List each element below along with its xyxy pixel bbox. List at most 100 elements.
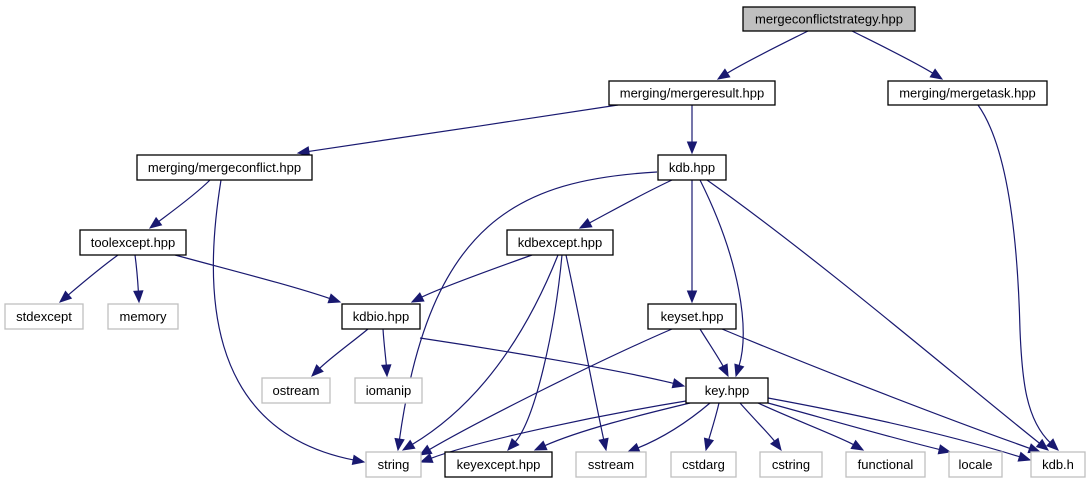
node-toolexcept[interactable]: toolexcept.hpp	[79, 229, 187, 256]
edges-layer	[58, 30, 1059, 465]
node-box	[657, 154, 727, 181]
node-box	[685, 377, 769, 404]
arrow-head-icon	[769, 437, 782, 452]
node-label: functional	[858, 457, 914, 472]
edge-line	[398, 171, 658, 441]
node-functional: functional	[845, 451, 926, 478]
node-label: kdb.hpp	[669, 160, 715, 175]
edge-line	[382, 328, 387, 367]
node-keyset[interactable]: keyset.hpp	[647, 303, 737, 330]
node-kdbexcept[interactable]: kdbexcept.hpp	[506, 229, 614, 256]
node-box	[341, 303, 421, 330]
node-keyhpp[interactable]: key.hpp	[685, 377, 769, 404]
edge-kdbexcept-to-keyexcept	[507, 254, 563, 451]
node-label: iomanip	[366, 383, 412, 398]
node-kdbhpp[interactable]: kdb.hpp	[657, 154, 727, 181]
edge-kdbhpp-to-keyhpp	[699, 179, 745, 378]
node-label: locale	[959, 457, 993, 472]
node-kdbio[interactable]: kdbio.hpp	[341, 303, 421, 330]
node-label: kdbio.hpp	[353, 309, 409, 324]
edge-keyhpp-to-functional	[757, 402, 865, 451]
arrow-head-icon	[718, 363, 729, 378]
node-label: toolexcept.hpp	[91, 235, 176, 250]
arrow-head-icon	[686, 141, 698, 155]
edge-line	[739, 402, 776, 443]
arrow-head-icon	[507, 437, 520, 451]
node-label: stdexcept	[16, 309, 72, 324]
node-box	[1030, 451, 1086, 478]
edge-toolexcept-to-memory	[133, 254, 144, 304]
arrow-head-icon	[734, 363, 745, 378]
edge-line	[428, 328, 673, 451]
node-label: kdbexcept.hpp	[518, 235, 603, 250]
edge-keyset-to-string	[418, 328, 673, 456]
edge-mergeconflict-to-toolexcept	[148, 179, 211, 229]
edge-line	[707, 402, 720, 441]
node-memory: memory	[107, 303, 179, 330]
edge-kdbhpp-to-string	[394, 171, 658, 452]
arrow-head-icon	[626, 442, 641, 453]
arrow-head-icon	[850, 439, 865, 451]
arrow-head-icon	[394, 437, 405, 452]
node-cstdarg: cstdarg	[670, 451, 737, 478]
edge-line	[212, 179, 355, 461]
edge-line	[699, 179, 744, 367]
arrow-head-icon	[1017, 451, 1032, 462]
edge-kdbio-to-iomanip	[381, 328, 392, 378]
edge-kdbhpp-to-kdbexcept	[578, 179, 673, 229]
node-box	[845, 451, 926, 478]
node-box	[261, 377, 331, 404]
node-label: merging/mergeresult.hpp	[620, 86, 765, 101]
node-cstring: cstring	[759, 451, 823, 478]
node-box	[79, 229, 187, 256]
node-box	[365, 451, 422, 478]
node-box	[575, 451, 647, 478]
arrow-head-icon	[401, 439, 416, 451]
edge-keyhpp-to-cstdarg	[703, 402, 720, 452]
edge-line	[411, 254, 559, 446]
node-box	[107, 303, 179, 330]
edge-line	[757, 402, 855, 446]
node-mergetask[interactable]: merging/mergetask.hpp	[887, 80, 1048, 106]
arrow-head-icon	[419, 453, 434, 463]
edge-line	[977, 104, 1052, 444]
node-label: merging/mergetask.hpp	[899, 86, 1036, 101]
node-box	[670, 451, 737, 478]
node-label: kdb.h	[1042, 457, 1074, 472]
node-label: merging/mergeconflict.hpp	[148, 160, 301, 175]
edge-line	[174, 254, 331, 300]
node-mergeconflictstrategy[interactable]: mergeconflictstrategy.hpp	[742, 6, 916, 32]
node-label: ostream	[273, 383, 320, 398]
edge-line	[721, 328, 1031, 450]
arrow-head-icon	[716, 68, 731, 80]
arrow-head-icon	[1046, 438, 1059, 451]
arrow-head-icon	[578, 217, 593, 229]
arrow-head-icon	[58, 290, 73, 303]
arrow-head-icon	[148, 216, 163, 229]
edge-line	[318, 328, 369, 370]
node-mergeconflict[interactable]: merging/mergeconflict.hpp	[136, 154, 313, 181]
edge-line	[565, 254, 605, 441]
node-label: memory	[120, 309, 167, 324]
arrow-head-icon	[327, 293, 342, 304]
edge-line	[430, 400, 687, 460]
arrow-head-icon	[1035, 438, 1050, 451]
edge-mergetask-to-kdbh	[977, 104, 1059, 451]
edge-line	[637, 402, 711, 449]
edge-keyset-to-kdbh	[721, 328, 1042, 454]
edge-kdbio-to-keyhpp	[419, 337, 686, 389]
node-keyexcept[interactable]: keyexcept.hpp	[444, 451, 553, 478]
node-mergeresult[interactable]: merging/mergeresult.hpp	[608, 80, 776, 106]
edge-keyset-to-keyhpp	[699, 328, 729, 378]
edge-keyhpp-to-keyexcept	[533, 402, 691, 451]
node-label: string	[378, 457, 410, 472]
edge-line	[767, 402, 941, 451]
arrow-head-icon	[686, 290, 698, 304]
node-label: cstdarg	[682, 457, 725, 472]
edge-line	[307, 104, 619, 153]
node-box	[354, 377, 423, 404]
edge-line	[588, 179, 673, 224]
node-box	[4, 303, 84, 330]
node-locale: locale	[948, 451, 1003, 478]
